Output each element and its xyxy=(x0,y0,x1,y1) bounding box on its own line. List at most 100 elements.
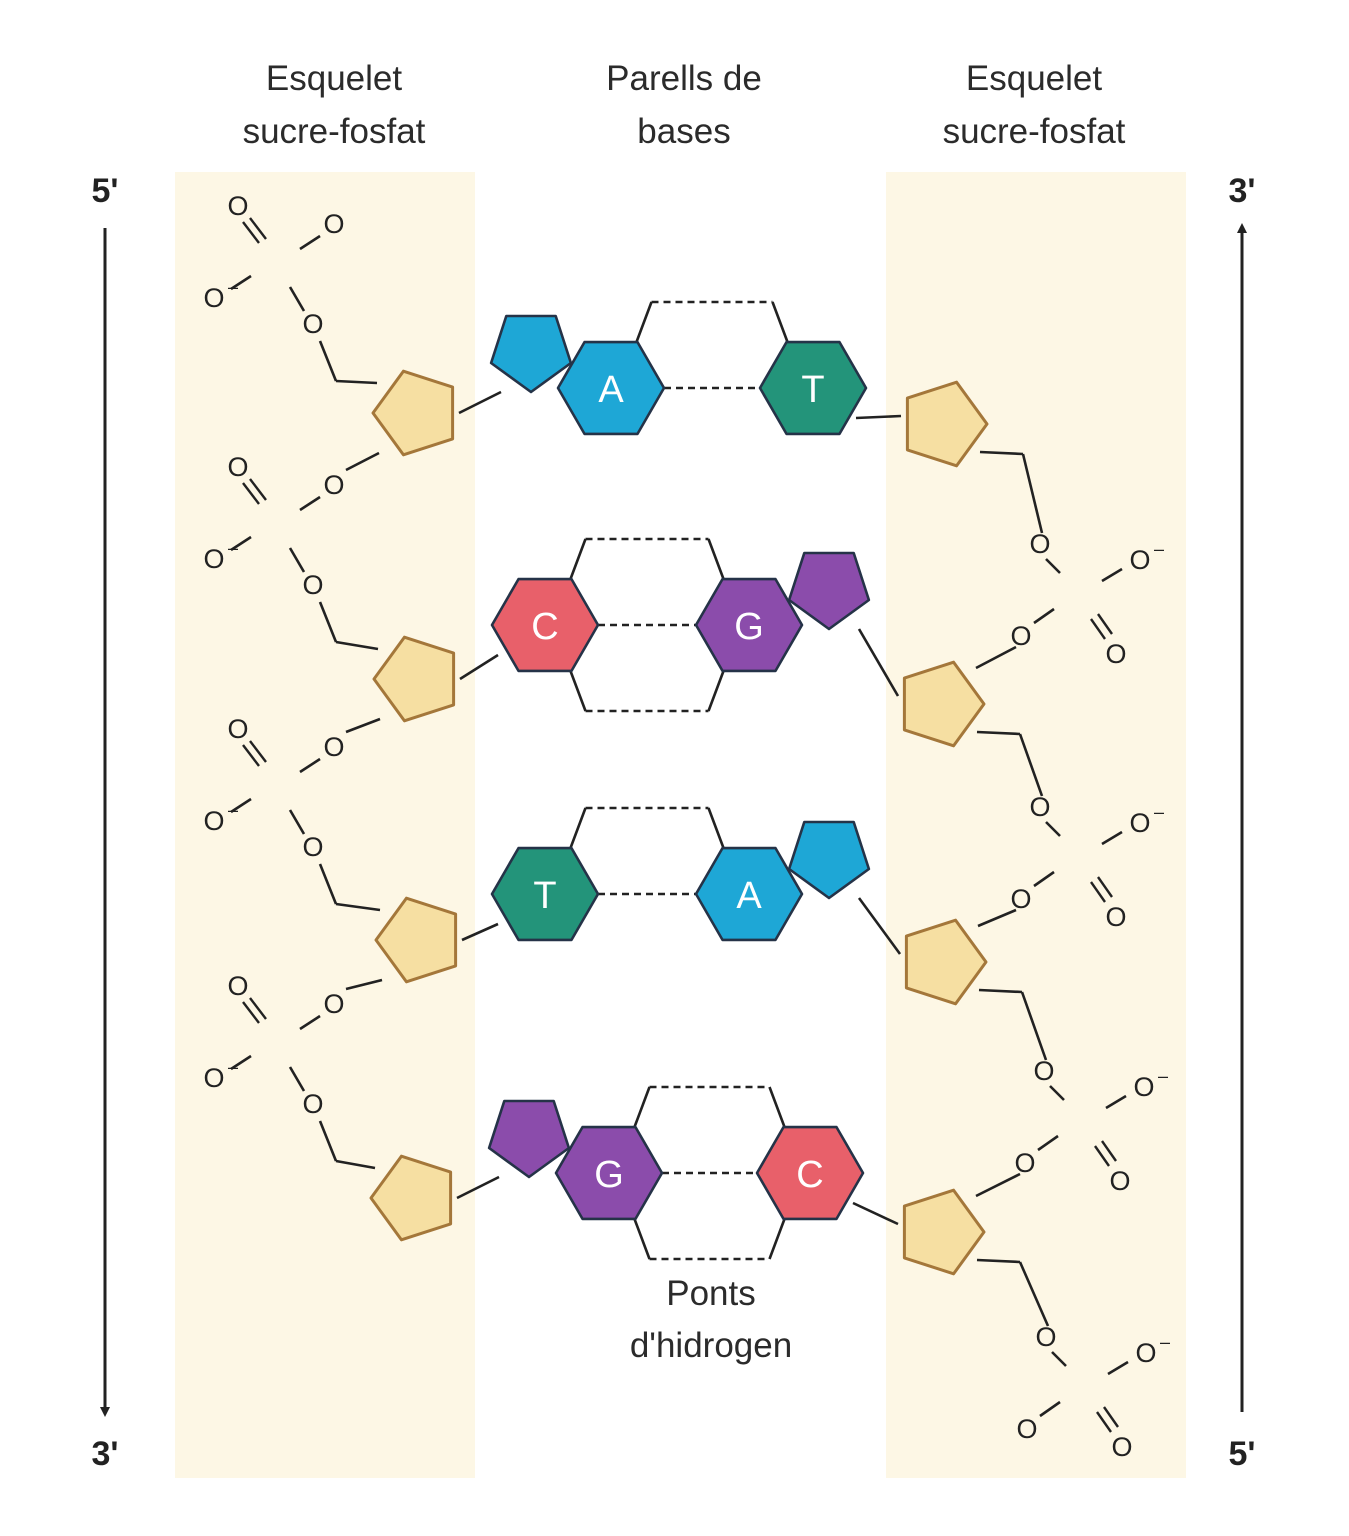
left-phosphate-4-double-bond-b xyxy=(242,1001,260,1024)
right-strand-bottom-end: 5' xyxy=(1229,1435,1256,1473)
base-pair-4-right-base-label: C xyxy=(796,1154,823,1196)
left-strand-bottom-end: 3' xyxy=(92,1435,119,1473)
right-sugar-4 xyxy=(902,1188,986,1276)
right-sugar-4-oxygen-bridge: O xyxy=(1035,1322,1056,1352)
right-phosphate-2-double-bond-b xyxy=(1097,876,1113,898)
left-sugar-3 xyxy=(374,896,458,984)
left-phosphate-4-oxygen-double: O xyxy=(227,971,248,1001)
right-phosphate-1-oxygen-double: O xyxy=(1105,639,1126,669)
left-phosphate-4-oxygen-link: O xyxy=(323,989,344,1019)
right-sugar-2-tail-b xyxy=(1018,733,1044,797)
left-phosphate-2-double-bond-b xyxy=(242,482,260,505)
base-pair-2-left-base xyxy=(490,577,600,673)
left-phosphate-3-oxygen-minus: O xyxy=(203,806,224,836)
left-backbone-header-line1: Esquelet xyxy=(266,59,402,98)
base-pair-1-bond-left-sugar xyxy=(458,390,502,415)
base-pair-3-right-purine-ring xyxy=(787,820,871,900)
right-phosphate-4-oxygen-minus: O xyxy=(1135,1338,1156,1368)
left-phosphate-4-oxygen-minus-charge: – xyxy=(228,1057,238,1077)
left-phosphate-2-oxygen-minus-charge: – xyxy=(228,538,238,558)
right-phosphate-1-bond-o-lower xyxy=(1033,607,1055,625)
right-sugar-2-oxygen-bridge: O xyxy=(1029,792,1050,822)
left-phosphate-4-bond-o-minus xyxy=(230,1054,252,1071)
base-pair-2-bond-right-sugar xyxy=(857,628,900,697)
right-phosphate-1-oxygen-lower: O xyxy=(1010,621,1031,651)
right-phosphate-2-bond-o-minus xyxy=(1101,830,1123,846)
right-sugar-3-bond-to-p xyxy=(1049,1085,1065,1101)
right-phosphate-3-oxygen-minus: O xyxy=(1133,1072,1154,1102)
left-phosphate-3-oxygen-double: O xyxy=(227,714,248,744)
left-phosphate-1-double-bond-a xyxy=(249,217,267,240)
left-strand-top-end: 5' xyxy=(92,172,119,210)
base-pair-3-ring-link-top-right xyxy=(707,807,727,853)
base-pair-2-ring-link-bottom-left xyxy=(567,666,587,712)
right-phosphate-4-oxygen-lower: O xyxy=(1016,1414,1037,1444)
base-pair-1-bond-right-sugar xyxy=(855,414,902,420)
left-phosphate-2-bond-down xyxy=(288,547,306,573)
right-sugar-4-tail-b xyxy=(1018,1261,1050,1327)
left-phosphate-4-bond-link xyxy=(299,1014,321,1031)
right-phosphate-1-double-bond-a xyxy=(1090,618,1106,640)
left-sugar-2 xyxy=(372,635,456,723)
left-phosphate-3-double-bond-b xyxy=(242,744,260,767)
left-phosphate-4-oxygen-bridge: O xyxy=(302,1089,323,1119)
base-pair-3-left-base xyxy=(490,846,600,942)
base-pair-3-bond-left-sugar xyxy=(461,922,499,942)
left-phosphate-4-chain-a xyxy=(318,1120,338,1162)
hydrogen-bonds-label-line2: d'hidrogen xyxy=(630,1326,792,1365)
base-pair-4-bond-left-sugar xyxy=(456,1175,500,1200)
base-pair-3-right-base-label: A xyxy=(736,875,762,917)
left-phosphate-1-chain-b xyxy=(335,379,378,385)
base-pair-4-ring-link-bottom-right xyxy=(768,1214,788,1260)
base-pair-1-right-base xyxy=(758,340,868,436)
right-phosphate-2-oxygen-lower: O xyxy=(1010,884,1031,914)
right-backbone-header-line1: Esquelet xyxy=(966,59,1102,98)
base-pair-4-left-purine-ring xyxy=(487,1099,571,1179)
right-phosphate-1-bond-to-sugar xyxy=(975,645,1017,670)
base-pair-2-bond-left-sugar xyxy=(459,653,499,681)
right-phosphate-3-bond-o-minus xyxy=(1105,1094,1127,1110)
hydrogen-bonds-label-line1: Ponts xyxy=(666,1274,756,1313)
base-pair-4-bond-right-sugar xyxy=(852,1201,899,1226)
left-phosphate-2-oxygen-minus: O xyxy=(203,544,224,574)
left-phosphate-4-bond-to-sugar xyxy=(345,978,383,991)
left-phosphate-2-chain-a xyxy=(318,601,338,643)
base-pair-3-left-base-label: T xyxy=(533,875,556,917)
base-pair-3-ring-link-top-left xyxy=(567,807,587,853)
right-phosphate-3-oxygen-double: O xyxy=(1109,1166,1130,1196)
right-sugar-1 xyxy=(905,380,989,468)
base-pair-1-left-base xyxy=(556,340,666,436)
right-sugar-3-tail-b xyxy=(1020,991,1048,1061)
right-phosphate-3-double-bond-a xyxy=(1094,1145,1110,1167)
left-phosphate-3-oxygen-minus-charge: – xyxy=(228,800,238,820)
right-sugar-1-bond-to-p xyxy=(1045,558,1061,574)
right-sugar-1-tail-a xyxy=(979,450,1024,456)
left-phosphate-1-oxygen-bridge: O xyxy=(302,309,323,339)
left-phosphate-1-chain-a xyxy=(318,340,338,382)
left-phosphate-2-bond-to-sugar xyxy=(345,451,380,472)
left-phosphate-1-oxygen-double: O xyxy=(227,191,248,221)
left-phosphate-2-bond-o-minus xyxy=(230,535,252,552)
base-pair-1-ring-link-top-left xyxy=(633,301,653,347)
left-phosphate-1-double-bond-b xyxy=(242,221,260,244)
left-phosphate-1-oxygen-top: O xyxy=(323,209,344,239)
right-phosphate-3-oxygen-lower: O xyxy=(1014,1148,1035,1178)
base-pair-3-bond-right-sugar xyxy=(857,897,902,955)
left-phosphate-4-oxygen-minus: O xyxy=(203,1063,224,1093)
left-phosphate-3-bond-to-sugar xyxy=(345,717,381,734)
right-phosphate-1-bond-o-minus xyxy=(1101,567,1123,583)
right-phosphate-3-bond-to-sugar xyxy=(975,1172,1021,1198)
base-pair-2-right-purine-ring xyxy=(787,551,871,631)
right-phosphate-2-bond-o-lower xyxy=(1033,870,1055,888)
right-sugar-3-tail-a xyxy=(978,988,1023,994)
right-phosphate-2-oxygen-minus-charge: – xyxy=(1154,802,1164,822)
right-phosphate-4-bond-o-minus xyxy=(1107,1360,1129,1376)
base-pair-2-ring-link-bottom-right xyxy=(707,666,727,712)
right-sugar-2-bond-to-p xyxy=(1045,821,1061,837)
right-phosphate-4-oxygen-double: O xyxy=(1111,1432,1132,1462)
right-phosphate-3-bond-o-lower xyxy=(1037,1134,1059,1152)
base-pair-1-left-base-label: A xyxy=(598,369,624,411)
left-phosphate-2-chain-b xyxy=(335,640,379,651)
